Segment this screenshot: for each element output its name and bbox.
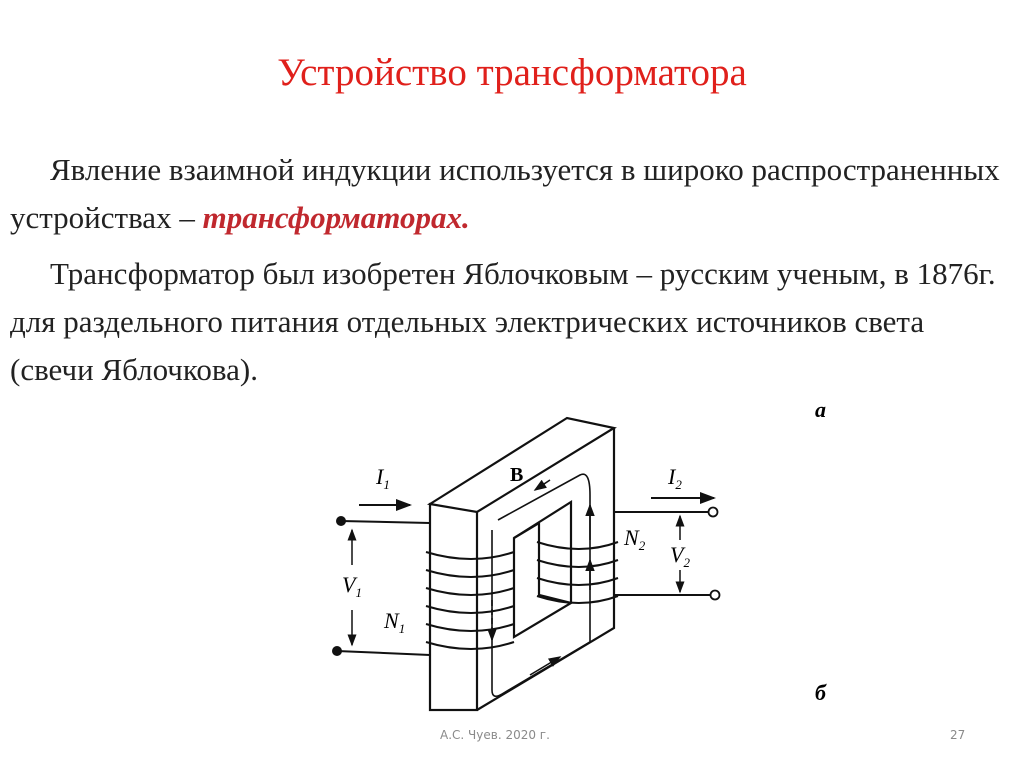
label-b: б xyxy=(815,680,827,705)
label-v1: V1 xyxy=(342,572,362,600)
label-i2: I2 xyxy=(667,464,682,492)
primary-coil xyxy=(425,551,515,650)
paragraph-mutual-induction: Явление взаимной индукции используется в… xyxy=(10,146,1010,242)
page-number: 27 xyxy=(950,728,966,742)
terminal-dot xyxy=(336,516,346,526)
label-a: а xyxy=(815,397,826,422)
emphasis-transformers: трансформаторах. xyxy=(202,200,470,235)
slide-title: Устройство трансформатора xyxy=(277,51,747,94)
label-i1: I1 xyxy=(375,464,390,492)
terminal-open xyxy=(707,506,719,518)
label-v2: V2 xyxy=(670,542,690,570)
label-n2: N2 xyxy=(623,525,646,553)
transformer-core xyxy=(426,416,617,712)
terminal-open xyxy=(709,589,721,601)
secondary-coil xyxy=(536,541,619,604)
terminal-dot xyxy=(332,646,342,656)
paragraph-text: Явление взаимной индукции используется в… xyxy=(10,152,1000,235)
wires xyxy=(336,492,716,656)
footer-author: А.С. Чуев. 2020 г. xyxy=(440,728,550,742)
paragraph-history: Трансформатор был изобретен Яблочковым –… xyxy=(10,256,996,387)
label-n1: N1 xyxy=(383,608,405,636)
label-b-field: B xyxy=(510,464,523,486)
